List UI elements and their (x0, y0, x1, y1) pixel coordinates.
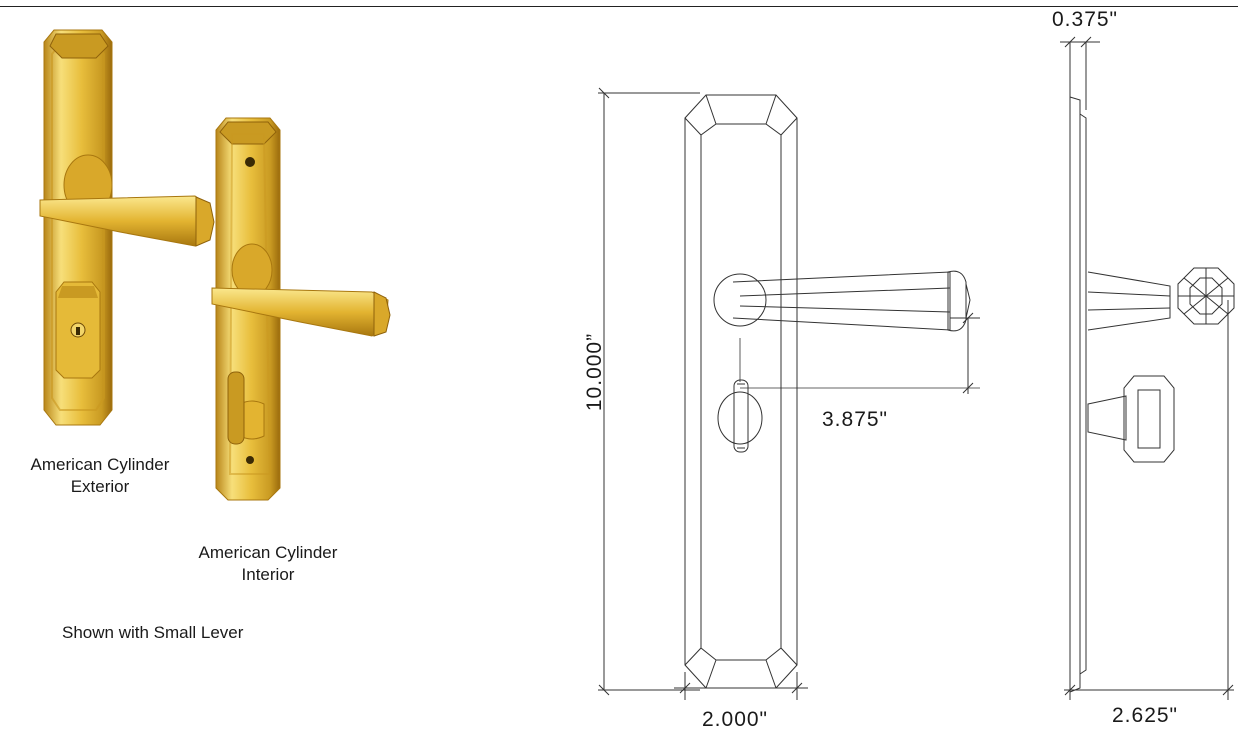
depth-dimension-line (1064, 300, 1234, 700)
interior-caption-line2: Interior (241, 565, 295, 584)
lever-note: Shown with Small Lever (62, 623, 244, 642)
thickness-dimension-line (1060, 36, 1100, 110)
projection-dimension-label: 3.875" (822, 408, 889, 431)
exterior-trim-photo (39, 29, 215, 426)
width-dimension-line (674, 672, 808, 700)
front-view-drawing (684, 94, 980, 689)
side-view-drawing (1069, 96, 1235, 693)
height-dimension-label: 10.000” (583, 332, 606, 412)
depth-dimension-label: 2.625" (1112, 704, 1179, 727)
projection-dimension-line (950, 312, 980, 394)
exterior-caption-line2: Exterior (70, 477, 130, 496)
interior-caption: American Cylinder Interior (168, 542, 368, 586)
interior-caption-line1: American Cylinder (198, 543, 338, 562)
top-rule (0, 6, 1238, 7)
width-dimension-label: 2.000" (702, 708, 769, 731)
exterior-caption: American Cylinder Exterior (0, 454, 200, 498)
interior-trim-photo (211, 117, 391, 501)
exterior-caption-line1: American Cylinder (30, 455, 170, 474)
thickness-dimension-label: 0.375" (1052, 8, 1119, 31)
